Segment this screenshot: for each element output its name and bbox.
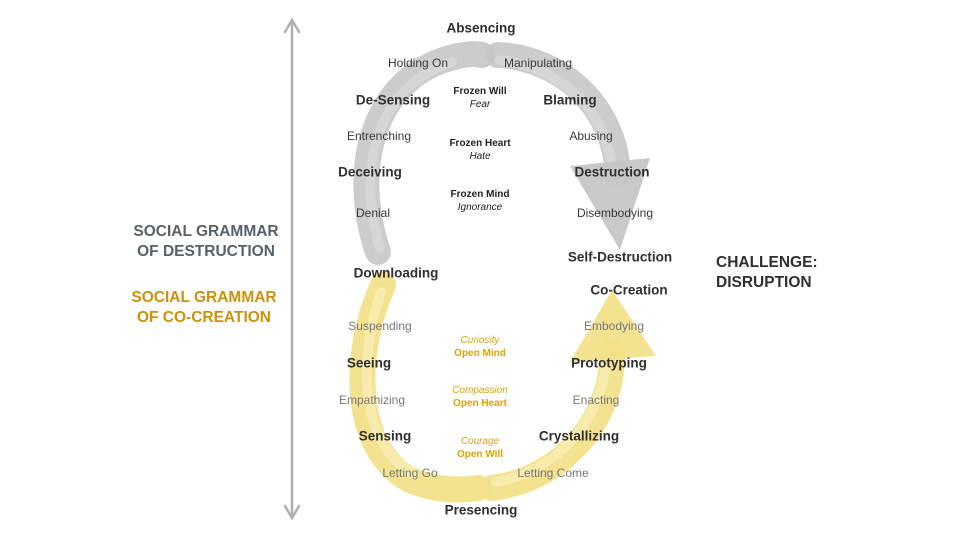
destruction-grammar-label: SOCIAL GRAMMAR OF DESTRUCTION <box>133 222 278 262</box>
node-letting-go: Letting Go <box>382 467 437 479</box>
challenge-label: CHALLENGE: DISRUPTION <box>716 253 818 293</box>
node-embodying: Embodying <box>584 320 644 332</box>
open-will-title: Open Will <box>457 448 503 461</box>
node-enacting: Enacting <box>573 394 620 406</box>
node-sensing: Sensing <box>359 429 412 443</box>
cocreation-grammar-line1: SOCIAL GRAMMAR <box>131 288 276 308</box>
frozen-mind-block: Frozen Mind Ignorance <box>451 188 510 214</box>
node-seeing: Seeing <box>347 356 391 370</box>
open-mind-block: Curiosity Open Mind <box>454 334 506 360</box>
node-presencing: Presencing <box>445 503 518 517</box>
node-holding-on: Holding On <box>388 57 448 69</box>
node-suspending: Suspending <box>348 320 411 332</box>
node-destruction: Destruction <box>574 165 649 179</box>
open-mind-title: Open Mind <box>454 347 506 360</box>
node-absencing: Absencing <box>446 21 515 35</box>
frozen-will-sub: Fear <box>453 98 506 111</box>
challenge-line2: DISRUPTION <box>716 273 818 293</box>
node-entrenching: Entrenching <box>347 130 411 142</box>
open-will-sub: Courage <box>457 435 503 448</box>
node-letting-come: Letting Come <box>517 467 588 479</box>
node-crystallizing: Crystallizing <box>539 429 619 443</box>
node-prototyping: Prototyping <box>571 356 647 370</box>
open-will-block: Courage Open Will <box>457 435 503 461</box>
node-deceiving: Deceiving <box>338 165 402 179</box>
node-abusing: Abusing <box>569 130 612 142</box>
node-denial: Denial <box>356 207 390 219</box>
node-manipulating: Manipulating <box>504 57 572 69</box>
node-downloading: Downloading <box>354 266 439 280</box>
frozen-heart-block: Frozen Heart Hate <box>449 137 510 163</box>
node-self-destruction: Self-Destruction <box>568 250 672 264</box>
open-heart-title: Open Heart <box>452 397 508 410</box>
open-mind-sub: Curiosity <box>454 334 506 347</box>
challenge-line1: CHALLENGE: <box>716 253 818 273</box>
frozen-heart-title: Frozen Heart <box>449 137 510 150</box>
node-de-sensing: De-Sensing <box>356 93 430 107</box>
vertical-double-arrow <box>285 20 299 518</box>
cocreation-loop <box>362 285 656 490</box>
node-disembodying: Disembodying <box>577 207 653 219</box>
frozen-heart-sub: Hate <box>449 150 510 163</box>
node-blaming: Blaming <box>543 93 596 107</box>
frozen-will-title: Frozen Will <box>453 85 506 98</box>
frozen-will-block: Frozen Will Fear <box>453 85 506 111</box>
open-heart-sub: Compassion <box>452 384 508 397</box>
frozen-mind-sub: Ignorance <box>451 201 510 214</box>
frozen-mind-title: Frozen Mind <box>451 188 510 201</box>
cocreation-grammar-line2: OF CO-CREATION <box>131 308 276 328</box>
destruction-grammar-line1: SOCIAL GRAMMAR <box>133 222 278 242</box>
node-co-creation: Co-Creation <box>590 283 667 297</box>
cocreation-grammar-label: SOCIAL GRAMMAR OF CO-CREATION <box>131 288 276 328</box>
destruction-grammar-line2: OF DESTRUCTION <box>133 242 278 262</box>
node-empathizing: Empathizing <box>339 394 405 406</box>
open-heart-block: Compassion Open Heart <box>452 384 508 410</box>
